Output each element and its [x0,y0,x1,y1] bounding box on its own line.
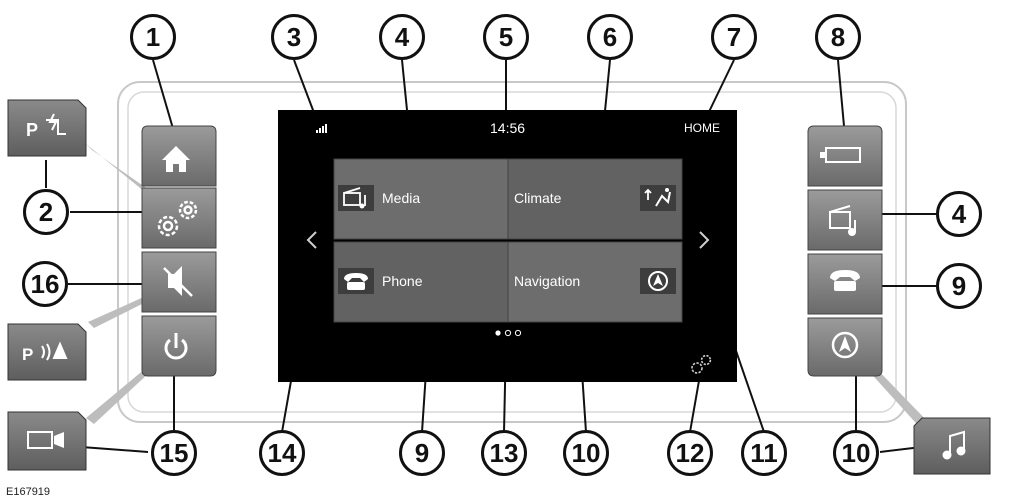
music-note-icon [942,430,966,460]
park-assist-icon [46,113,66,135]
callout-7: 7 [711,14,757,60]
battery-icon [820,147,861,163]
callout-4: 4 [379,14,425,60]
parking-sensor-letter: P [22,345,33,364]
phone-handset-icon [830,270,860,291]
callout-5: 5 [483,14,529,60]
callout-10-right: 10 [833,430,879,476]
tile-navigation-label: Navigation [514,273,581,289]
park-assist-letter: P [26,120,38,140]
previous-page-arrow-icon[interactable] [306,231,317,249]
callout-14: 14 [259,430,305,476]
music-tab[interactable] [913,417,991,475]
screen-settings-gears-icon[interactable] [691,354,712,374]
signal-strength-icon [316,124,327,133]
tile-phone-label: Phone [382,273,423,289]
callout-1: 1 [130,14,176,60]
left-power-button[interactable] [141,315,217,377]
figure-reference: E167919 [6,486,51,498]
callout-9-right: 9 [936,263,982,309]
next-page-arrow-icon[interactable] [699,231,710,249]
speaker-mute-icon [163,266,193,297]
callout-6: 6 [587,14,633,60]
callout-2: 2 [23,189,69,235]
left-settings-button[interactable] [141,187,217,249]
right-battery-button[interactable] [807,125,883,187]
navigation-arrow-icon [640,268,676,294]
camera-icon [27,431,64,449]
page-indicator-dots [495,329,522,337]
tile-media-label: Media [382,190,421,206]
console-bezel-outer [117,81,907,423]
media-clapper-note-icon [829,205,856,236]
parking-sensor-tab[interactable]: P [7,323,87,381]
screen-time: 14:56 [490,120,526,136]
power-icon [164,333,188,360]
park-assist-tab[interactable]: P [7,99,87,157]
media-clapper-note-icon [338,185,374,211]
console-bezel-inner [127,91,897,413]
callout-12: 12 [667,430,713,476]
phone-handset-icon [338,268,374,294]
callout-3: 3 [271,14,317,60]
connector-wedges [86,144,932,432]
callout-10-bottom: 10 [563,430,609,476]
left-button-column [141,125,217,377]
callout-16: 16 [22,261,68,307]
callout-11: 11 [741,430,787,476]
climate-seat-airflow-icon [640,185,676,211]
callout-9-bottom: 9 [399,430,445,476]
camera-tab[interactable] [7,411,87,471]
navigation-arrow-icon [831,331,859,359]
callout-4-right: 4 [936,191,982,237]
callout-13: 13 [481,430,527,476]
parking-sensor-icon [41,341,68,361]
callout-8: 8 [815,14,861,60]
right-button-column [807,125,883,377]
tile-climate-label: Climate [514,190,562,206]
home-label[interactable]: HOME [684,121,720,135]
right-media-button[interactable] [807,189,883,251]
gears-icon [157,200,198,237]
home-icon [162,146,190,172]
callout-15: 15 [151,430,197,476]
